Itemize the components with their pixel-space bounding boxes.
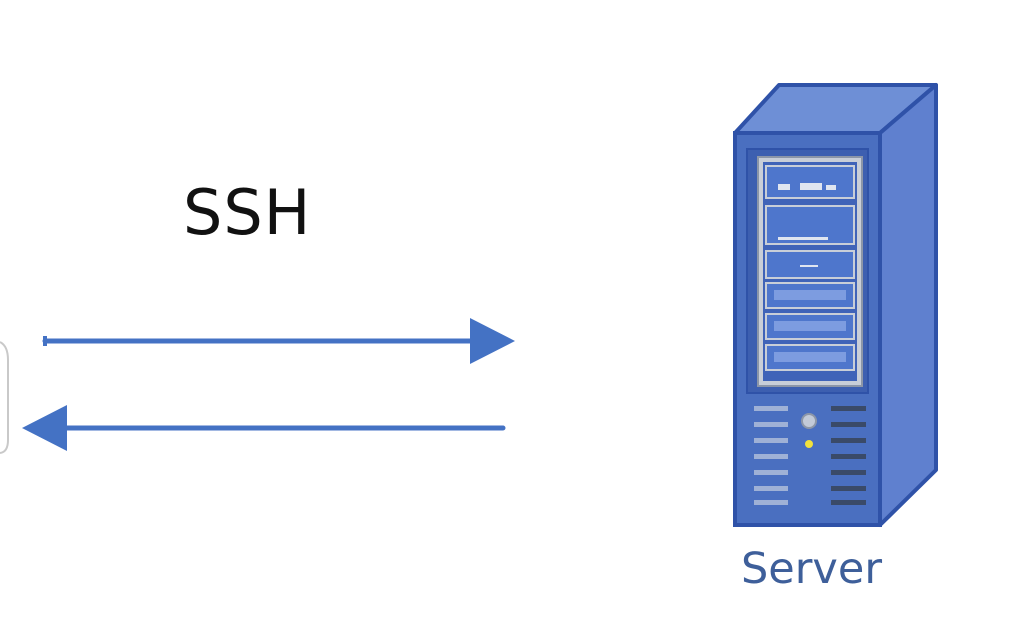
vent-slots-right	[831, 406, 866, 505]
drive-bays	[765, 165, 855, 371]
server-tower-icon	[733, 83, 938, 527]
request-arrow	[42, 318, 515, 364]
power-button-icon	[801, 413, 817, 429]
response-arrow	[22, 405, 506, 451]
ssh-protocol-label: SSH	[183, 176, 312, 249]
server-label: Server	[741, 544, 883, 594]
vent-slots-left	[754, 406, 788, 505]
client-computer-icon	[0, 341, 9, 454]
status-light-icon	[805, 440, 813, 448]
